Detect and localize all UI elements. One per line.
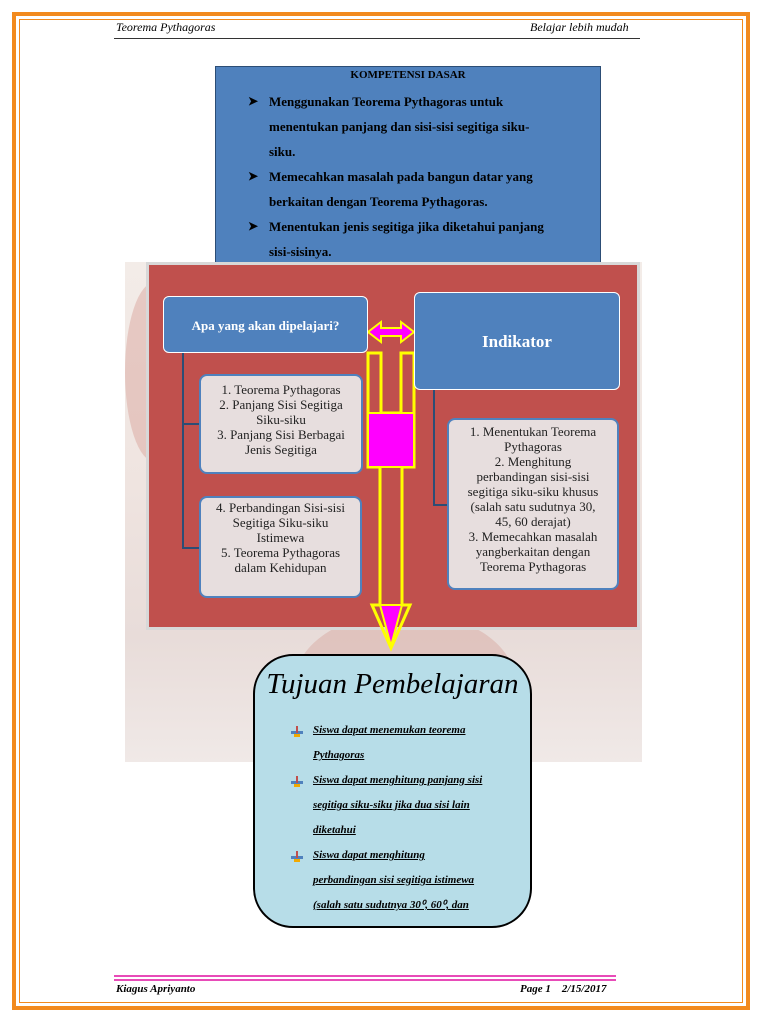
apa-yang-dipelajari-box: Apa yang akan dipelajari? bbox=[163, 296, 368, 353]
topic-line: 5. Teorema Pythagoras bbox=[220, 545, 341, 560]
indikator-line: (salah satu sudutnya 30, bbox=[470, 499, 596, 514]
tujuan-text: Pythagoras bbox=[313, 749, 365, 761]
indikator-box: Indikator bbox=[414, 292, 620, 390]
tujuan-line: Siswa dapat menghitung panjang sisi bbox=[285, 768, 515, 793]
kompetensi-line: ➤ Menentukan jenis segitiga jika diketahu… bbox=[228, 214, 598, 239]
footer-page-date: Page 1 2/15/2017 bbox=[520, 983, 607, 995]
tujuan-box: Tujuan Pembelajaran Siswa dapat menemuka… bbox=[253, 654, 532, 928]
footer-rule bbox=[114, 975, 616, 977]
indikator-line: Pythagoras bbox=[504, 439, 562, 454]
kompetensi-box: KOMPETENSI DASAR ➤ Menggunakan Teorema Py… bbox=[215, 66, 601, 266]
tujuan-list: Siswa dapat menemukan teorema Pythagoras… bbox=[285, 718, 515, 918]
topic-line: Siku-siku bbox=[256, 412, 306, 427]
tujuan-text: diketahui bbox=[313, 824, 356, 836]
pin-bullet-icon bbox=[291, 726, 303, 737]
kompetensi-line: ➤ Menggunakan Teorema Pythagoras untuk bbox=[228, 89, 598, 114]
tujuan-line: diketahui bbox=[285, 818, 515, 843]
arrow-bullet-icon: ➤ bbox=[248, 169, 259, 183]
kompetensi-line: sisi-sisinya. bbox=[228, 239, 598, 264]
indikator-line: yangberkaitan dengan bbox=[475, 544, 591, 559]
topic-group-1: 1. Teorema Pythagoras 2. Panjang Sisi Se… bbox=[199, 374, 363, 474]
topic-line: 1. Teorema Pythagoras bbox=[221, 382, 341, 397]
kompetensi-line: berkaitan dengan Teorema Pythagoras. bbox=[228, 189, 598, 214]
left-bracket-line bbox=[182, 353, 199, 549]
footer-rule bbox=[114, 979, 616, 981]
arrow-bullet-icon: ➤ bbox=[248, 94, 259, 108]
kompetensi-text: Memecahkan masalah pada bangun datar yan… bbox=[269, 169, 533, 184]
topic-line: Segitiga Siku-siku bbox=[232, 515, 329, 530]
kompetensi-text: sisi-sisinya. bbox=[269, 244, 332, 259]
indikator-line: Teorema Pythagoras bbox=[479, 559, 587, 574]
pin-bullet-icon bbox=[291, 776, 303, 787]
header-left: Teorema Pythagoras bbox=[116, 20, 216, 34]
indikator-line: 3. Memecahkan masalah bbox=[468, 529, 598, 544]
indikator-line: 45, 60 derajat) bbox=[495, 514, 571, 529]
indikator-line: segitiga siku-siku khusus bbox=[467, 484, 599, 499]
kompetensi-line: siku. bbox=[228, 139, 598, 164]
tujuan-text: Siswa dapat menghitung bbox=[313, 849, 425, 861]
kompetensi-text: siku. bbox=[269, 144, 296, 159]
tujuan-line: perbandingan sisi segitiga istimewa bbox=[285, 868, 515, 893]
tujuan-text: segitiga siku-siku jika dua sisi lain bbox=[313, 799, 470, 811]
tujuan-text: Siswa dapat menghitung panjang sisi bbox=[313, 774, 483, 786]
tujuan-line: Pythagoras bbox=[285, 743, 515, 768]
footer-author: Kiagus Apriyanto bbox=[116, 983, 196, 995]
pin-bullet-icon bbox=[291, 851, 303, 862]
kompetensi-text: menentukan panjang dan sisi-sisi segitig… bbox=[269, 119, 530, 134]
indikator-list: 1. Menentukan Teorema Pythagoras 2. Meng… bbox=[447, 418, 619, 590]
tujuan-title: Tujuan Pembelajaran bbox=[266, 668, 519, 700]
topic-line: 2. Panjang Sisi Segitiga bbox=[219, 397, 343, 412]
down-arrow-outline-icon bbox=[366, 351, 416, 652]
indikator-line: 2. Menghitung bbox=[494, 454, 572, 469]
tujuan-line: (salah satu sudutnya 30⁰, 60⁰, dan bbox=[285, 893, 515, 918]
kompetensi-line: ➤ Memecahkan masalah pada bangun datar ya… bbox=[228, 164, 598, 189]
kompetensi-text: Menggunakan Teorema Pythagoras untuk bbox=[269, 94, 504, 109]
tujuan-line: Siswa dapat menghitung bbox=[285, 843, 515, 868]
indikator-line: perbandingan sisi-sisi bbox=[476, 469, 590, 484]
tujuan-line: segitiga siku-siku jika dua sisi lain bbox=[285, 793, 515, 818]
arrow-bullet-icon: ➤ bbox=[248, 219, 259, 233]
topic-line: Istimewa bbox=[256, 530, 305, 545]
topic-line: Jenis Segitiga bbox=[245, 442, 317, 457]
double-arrow-icon bbox=[366, 319, 416, 345]
kompetensi-line: menentukan panjang dan sisi-sisi segitig… bbox=[228, 114, 598, 139]
kompetensi-text: berkaitan dengan Teorema Pythagoras. bbox=[269, 194, 488, 209]
topic-line: 4. Perbandingan Sisi-sisi bbox=[216, 500, 345, 515]
down-arrow-head-icon bbox=[378, 604, 404, 650]
page-border-inner bbox=[19, 19, 743, 1003]
tujuan-text: (salah satu sudutnya 30⁰, 60⁰, dan bbox=[313, 899, 469, 911]
right-bracket-line bbox=[433, 390, 447, 506]
header-right: Belajar lebih mudah bbox=[530, 20, 629, 34]
topic-line: 3. Panjang Sisi Berbagai bbox=[217, 427, 345, 442]
indikator-line: 1. Menentukan Teorema bbox=[469, 424, 597, 439]
tujuan-text: perbandingan sisi segitiga istimewa bbox=[313, 874, 475, 886]
down-arrow-block-icon bbox=[367, 412, 415, 468]
topic-group-2: 4. Perbandingan Sisi-sisi Segitiga Siku-… bbox=[199, 496, 362, 598]
kompetensi-title: KOMPETENSI DASAR bbox=[350, 69, 466, 81]
kompetensi-text: Menentukan jenis segitiga jika diketahui… bbox=[269, 219, 544, 234]
header-rule bbox=[114, 38, 640, 39]
topic-line: dalam Kehidupan bbox=[234, 560, 327, 575]
page-border bbox=[12, 12, 750, 1010]
kompetensi-list: ➤ Menggunakan Teorema Pythagoras untuk me… bbox=[228, 89, 598, 264]
tujuan-text: Siswa dapat menemukan teorema bbox=[313, 724, 466, 736]
tujuan-line: Siswa dapat menemukan teorema bbox=[285, 718, 515, 743]
